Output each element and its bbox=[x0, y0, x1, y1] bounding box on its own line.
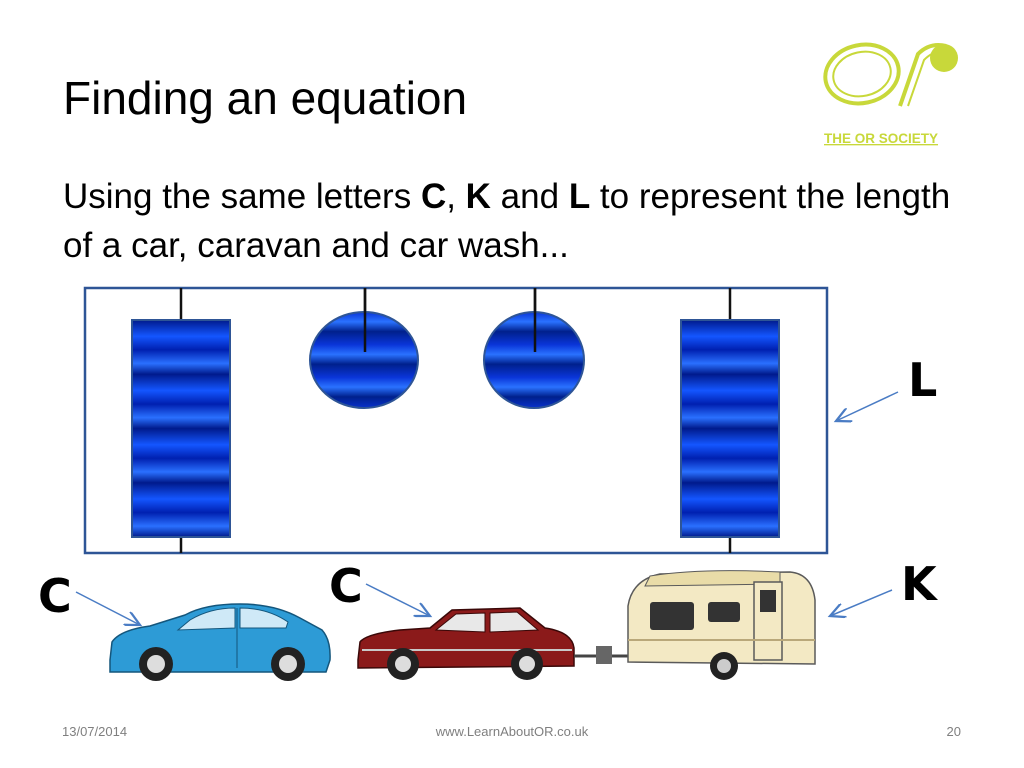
slide-title: Finding an equation bbox=[63, 72, 468, 124]
body-text-part1: Using the same letters bbox=[63, 177, 421, 216]
arrow-l bbox=[836, 391, 899, 421]
car-wash-diagram: L C C K bbox=[38, 286, 939, 681]
caravan bbox=[627, 570, 816, 680]
body-separator-2: and bbox=[490, 177, 569, 216]
red-car bbox=[357, 607, 630, 680]
footer-page-number: 20 bbox=[946, 724, 961, 739]
letter-c: C bbox=[420, 177, 447, 216]
letter-l: L bbox=[568, 177, 591, 216]
label-c-first: C bbox=[38, 569, 72, 623]
or-logo-text: THE OR SOCIETY bbox=[824, 131, 938, 146]
arrow-c-first bbox=[75, 591, 140, 625]
or-society-logo: THE OR SOCIETY bbox=[823, 42, 958, 146]
left-side-brush bbox=[131, 319, 231, 538]
blue-car bbox=[109, 603, 331, 681]
arrow-c-second bbox=[365, 583, 430, 616]
slide-body-text: Using the same letters C, K and L to rep… bbox=[63, 172, 973, 270]
arrow-k bbox=[830, 589, 893, 616]
footer-url[interactable]: www.LearnAboutOR.co.uk bbox=[435, 724, 589, 739]
letter-k: K bbox=[465, 177, 491, 216]
label-l: L bbox=[908, 353, 937, 407]
footer-date: 13/07/2014 bbox=[62, 724, 128, 739]
label-c-second: C bbox=[329, 559, 363, 613]
right-side-brush bbox=[680, 319, 780, 538]
body-text-part2: to represent the length of a car, carava… bbox=[63, 177, 951, 265]
body-separator-1: , bbox=[446, 177, 466, 216]
label-k: K bbox=[901, 557, 939, 611]
or-logo-mark bbox=[823, 42, 958, 107]
